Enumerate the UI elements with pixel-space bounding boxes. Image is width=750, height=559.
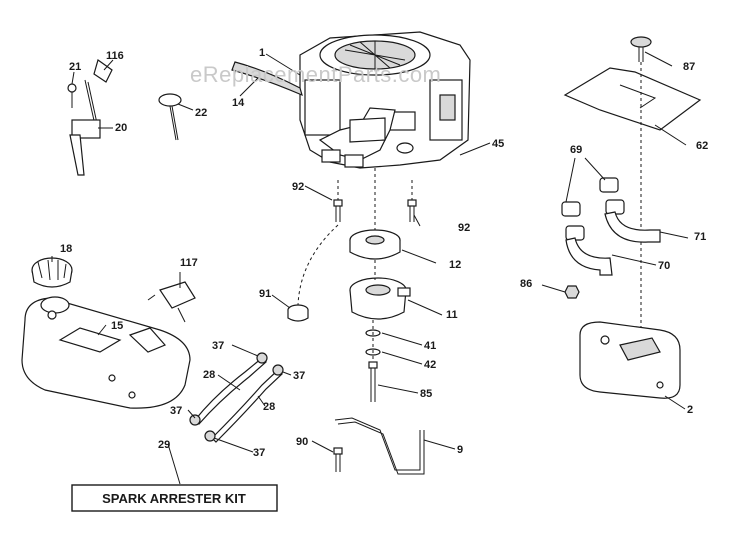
- knob-87: [630, 36, 652, 62]
- spark-arrester-kit-box: [71, 484, 278, 512]
- electric-clutch: [349, 277, 411, 320]
- pulley: [349, 229, 401, 260]
- callout-29: 29: [158, 439, 170, 451]
- callout-90: 90: [296, 436, 308, 448]
- callout-42: 42: [424, 359, 436, 371]
- exhaust-pipes: [565, 211, 661, 276]
- callout-12: 12: [449, 259, 461, 271]
- callout-2: 2: [687, 404, 693, 416]
- callout-86: 86: [520, 278, 532, 290]
- muffler-rod: [334, 417, 425, 475]
- muffler: [579, 321, 681, 399]
- callout-116: 116: [106, 50, 124, 62]
- fuel-tank: [21, 296, 191, 409]
- bolt-92-right: [407, 199, 417, 222]
- callout-14: 14: [232, 97, 245, 109]
- callout-117: 117: [180, 257, 198, 269]
- exhaust-gaskets: [561, 177, 625, 241]
- engine: [299, 31, 471, 169]
- callout-37-left: 37: [170, 405, 182, 417]
- callout-92-right: 92: [458, 222, 470, 234]
- nut-86: [564, 285, 580, 299]
- callout-45: 45: [492, 138, 504, 150]
- callout-70: 70: [658, 260, 670, 272]
- fuel-hoses: [189, 352, 284, 443]
- callout-15: 15: [111, 320, 123, 332]
- callout-41: 41: [424, 340, 436, 352]
- callout-87: 87: [683, 61, 695, 73]
- callout-20: 20: [115, 122, 127, 134]
- leader-lines: [51, 51, 689, 485]
- callout-28-left: 28: [203, 369, 215, 381]
- callout-28-right: 28: [263, 401, 275, 413]
- callout-11: 11: [446, 309, 458, 321]
- choke-knob: [158, 93, 182, 141]
- fuel-cap: [31, 257, 73, 288]
- heat-shield: [563, 67, 702, 131]
- bolt-90: [333, 447, 343, 472]
- adapter-91: [287, 304, 309, 322]
- callout-18: 18: [60, 243, 72, 255]
- callout-9: 9: [457, 444, 463, 456]
- callout-91: 91: [259, 288, 271, 300]
- throttle-control: [67, 59, 113, 176]
- watermark: eReplacementParts.com: [190, 62, 441, 87]
- bolt-92-left: [333, 199, 343, 222]
- callout-37-top: 37: [212, 340, 224, 352]
- fuel-line-14: [231, 61, 303, 97]
- callout-1: 1: [259, 47, 265, 59]
- callout-92-left: 92: [292, 181, 304, 193]
- callout-85: 85: [420, 388, 432, 400]
- spark-arrester-kit-label: SPARK ARRESTER KIT: [102, 491, 246, 506]
- callout-71: 71: [694, 231, 706, 243]
- callout-22: 22: [195, 107, 207, 119]
- bolt-85: [368, 361, 378, 402]
- callout-62: 62: [696, 140, 708, 152]
- fuel-valve: [147, 281, 196, 323]
- callout-37-bottom: 37: [253, 447, 265, 459]
- callout-21: 21: [69, 61, 81, 73]
- callout-69: 69: [570, 144, 582, 156]
- callout-37-right: 37: [293, 370, 305, 382]
- assembly-line: [297, 168, 413, 362]
